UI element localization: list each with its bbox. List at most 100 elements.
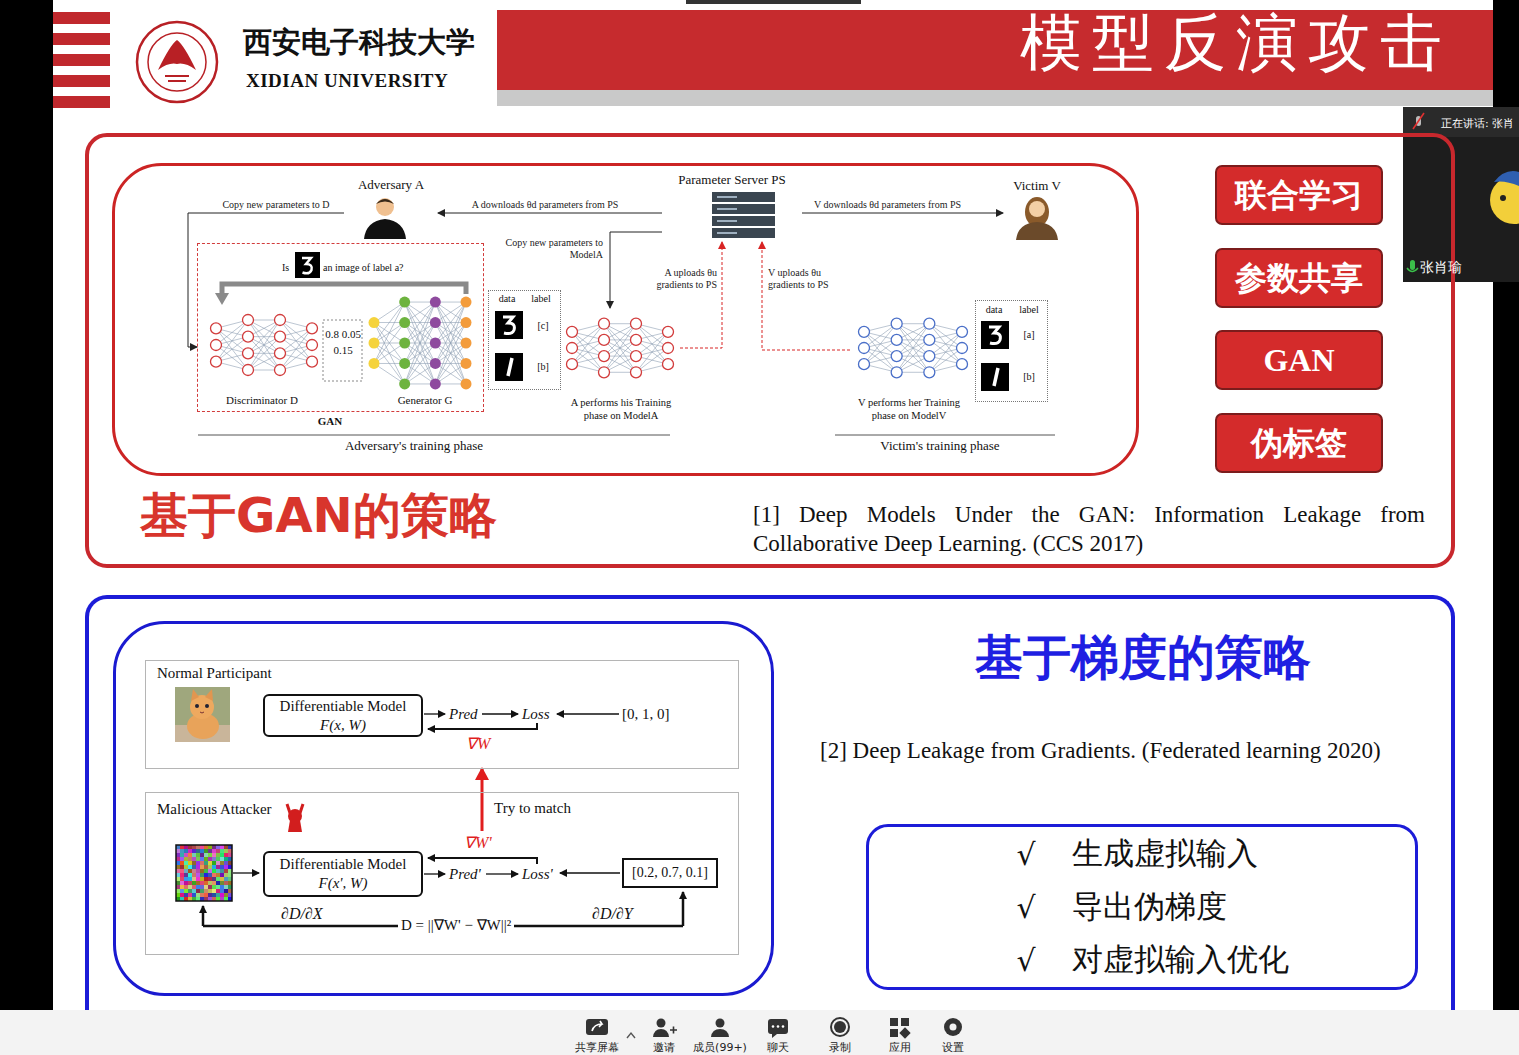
node-text: label <box>1011 304 1047 316</box>
digit-image <box>989 327 1000 344</box>
noise-pixel <box>224 853 228 857</box>
network-neuron <box>243 348 254 359</box>
noise-pixel <box>204 893 208 897</box>
noise-pixel <box>196 885 200 889</box>
prompt-text: Is <box>282 262 289 274</box>
edge-label: A uploads θu gradients to PS <box>641 267 719 291</box>
toolbar <box>586 1019 608 1035</box>
edge-label: V downloads θd parameters from PS <box>800 199 975 211</box>
noise-pixel <box>200 861 204 865</box>
toolbar <box>950 1024 957 1031</box>
network-neuron <box>399 358 410 369</box>
noise-pixel <box>180 869 184 873</box>
network-neuron <box>891 351 902 362</box>
network-neuron <box>859 343 870 354</box>
network-neuron <box>399 297 410 308</box>
flow-label: Pred <box>449 706 478 723</box>
network-neuron <box>859 359 870 370</box>
network-neuron <box>957 359 968 370</box>
network-link <box>405 302 436 363</box>
noise-pixel <box>196 889 200 893</box>
noise-pixel <box>208 877 212 881</box>
flow-arrow <box>428 858 537 864</box>
server-icon <box>717 197 737 233</box>
digit-image <box>295 252 320 278</box>
window-bar <box>686 0 861 4</box>
network-neuron <box>631 318 642 329</box>
video-panel <box>1413 113 1424 129</box>
noise-pixel <box>224 869 228 873</box>
noise-pixel <box>180 893 184 897</box>
victim-icon <box>1016 197 1058 240</box>
network-neuron <box>461 378 472 389</box>
server-icon <box>712 192 775 238</box>
noise-pixel <box>200 873 204 877</box>
network-link <box>435 302 466 363</box>
noise-pixel <box>192 849 196 853</box>
adversary-icon <box>364 198 406 239</box>
network-neuron <box>211 356 222 367</box>
noise-pixel <box>220 861 224 865</box>
noise-pixel <box>188 865 192 869</box>
noise-pixel <box>200 877 204 881</box>
noise-pixel <box>200 869 204 873</box>
noise-pixel <box>208 861 212 865</box>
edge-label: Try to match <box>492 799 602 817</box>
node-text: 伪标签 <box>1217 421 1381 465</box>
flow-arrow <box>202 906 205 926</box>
cat-image <box>200 712 204 713</box>
cat-image <box>175 687 230 742</box>
noise-pixel <box>212 885 216 889</box>
model-box: Differentiable ModelF(x', W) <box>263 851 423 897</box>
noise-pixel <box>204 873 208 877</box>
derivative-label: ∂D/∂Y <box>592 905 633 923</box>
network-link <box>405 363 436 383</box>
network-neuron <box>924 367 935 378</box>
noise-pixel <box>220 869 224 873</box>
flow-arrow <box>560 872 620 873</box>
noise-pixel <box>224 849 228 853</box>
victim-icon <box>1016 222 1058 240</box>
university-logo <box>148 33 206 91</box>
node-text: [b] <box>528 361 558 373</box>
network-neuron <box>369 358 380 369</box>
network-link <box>897 324 930 373</box>
university-logo <box>165 76 189 81</box>
noise-pixel <box>212 861 216 865</box>
network-neuron <box>663 326 674 337</box>
prompt-text: an image of label a? <box>323 262 404 274</box>
noise-pixel <box>192 881 196 885</box>
keyword-button: 伪标签 <box>1215 413 1383 473</box>
node-text: [0.2, 0.7, 0.1] <box>624 865 716 881</box>
network-neuron <box>211 323 222 334</box>
digit-image <box>503 317 514 334</box>
connector <box>188 213 344 347</box>
noise-pixel <box>184 885 188 889</box>
devil-icon <box>288 820 302 832</box>
network-link <box>374 363 405 383</box>
network-link <box>604 324 636 373</box>
noise-pixel <box>208 885 212 889</box>
header-stripes <box>53 75 110 87</box>
noise-pixel <box>208 853 212 857</box>
noise-pixel <box>188 889 192 893</box>
header-stripes <box>53 54 110 66</box>
node-text: Normal Participant <box>157 664 357 682</box>
noise-pixel <box>200 881 204 885</box>
label-vector: [0, 1, 0] <box>622 706 670 723</box>
flow-label: Loss <box>522 706 550 723</box>
toolbar-label: 共享屏幕 <box>562 1041 632 1054</box>
header-stripes <box>53 12 110 24</box>
noise-pixel <box>188 873 192 877</box>
noise-pixel <box>216 869 220 873</box>
noise-pixel <box>208 857 212 861</box>
noise-pixel <box>212 853 216 857</box>
edge-label: Copy new parameters to ModelA <box>495 237 605 261</box>
node-text: GAN <box>300 415 360 428</box>
noise-pixel <box>200 853 204 857</box>
noise-pixel <box>220 853 224 857</box>
flow-arrow <box>482 713 518 714</box>
noise-pixel <box>208 849 212 853</box>
noise-pixel <box>212 877 216 881</box>
